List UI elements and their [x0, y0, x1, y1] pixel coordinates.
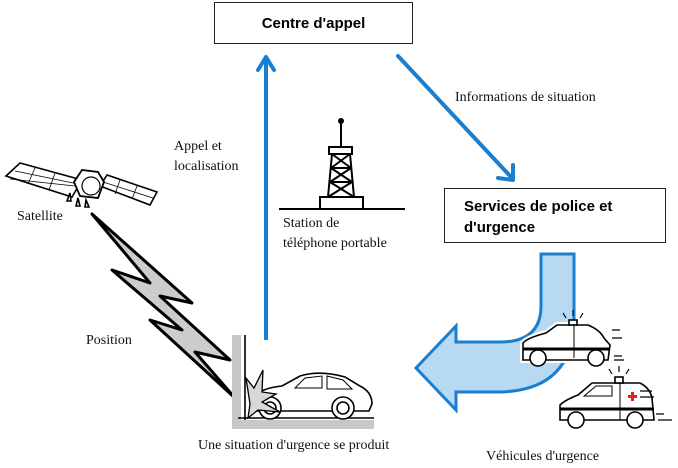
situation-info-label: Informations de situation — [455, 90, 596, 105]
red-cross-icon — [628, 392, 637, 401]
crash-scene — [232, 335, 374, 429]
emergency-occurs-label: Une situation d'urgence se produit — [198, 438, 390, 453]
call-location-arrow — [256, 55, 276, 340]
position-lightning-bolt — [90, 212, 237, 400]
situation-info-arrow — [396, 54, 515, 182]
satellite-icon — [4, 162, 159, 208]
emergency-services-box: Services de police et d'urgence — [444, 188, 666, 243]
services-label-line2: d'urgence — [464, 219, 536, 236]
emergency-vehicles-label: Véhicules d'urgence — [486, 449, 600, 464]
call-centre-label: Centre d'appel — [261, 14, 366, 32]
position-label: Position — [86, 333, 132, 348]
cell-station-label: Station de téléphone portable — [283, 214, 387, 254]
satellite-label: Satellite — [17, 209, 63, 224]
call-location-line1: Appel et — [174, 139, 222, 154]
call-location-line2: localisation — [174, 159, 239, 174]
cell-tower-icon — [279, 118, 405, 210]
call-location-label: Appel et localisation — [174, 137, 239, 177]
impact-burst-icon — [244, 369, 281, 420]
police-car-icon — [520, 310, 624, 367]
services-label-line1: Services de police et — [464, 198, 613, 215]
ambulance-icon — [559, 366, 672, 429]
cell-station-line1: Station de — [283, 216, 340, 231]
call-centre-box: Centre d'appel — [214, 2, 413, 44]
crashed-car-icon — [254, 372, 373, 420]
cell-station-line2: téléphone portable — [283, 236, 387, 251]
